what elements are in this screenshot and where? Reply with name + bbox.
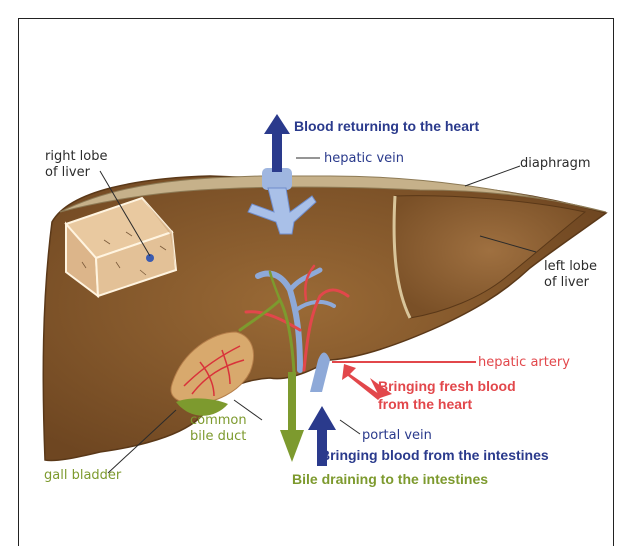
label-blood-intestines: Bringing blood from the intestines <box>320 447 549 463</box>
label-common-bile-2: bile duct <box>190 429 246 444</box>
bile-duct <box>288 372 296 432</box>
label-fresh-blood-1: Bringing fresh blood <box>378 378 516 394</box>
label-diaphragm: diaphragm <box>520 156 591 171</box>
label-common-bile-1: common <box>190 413 247 428</box>
label-hepatic-artery: hepatic artery <box>478 355 570 370</box>
label-right-lobe-2: of liver <box>45 165 91 180</box>
label-portal-vein: portal vein <box>362 428 432 443</box>
bile-draining-arrow <box>280 430 304 462</box>
label-bile-draining: Bile draining to the intestines <box>292 471 488 487</box>
label-left-lobe-2: of liver <box>544 275 590 290</box>
label-blood-returning: Blood returning to the heart <box>294 118 479 134</box>
label-fresh-blood-2: from the heart <box>378 396 472 412</box>
blood-returning-arrow <box>264 114 290 172</box>
label-left-lobe-1: left lobe <box>544 259 597 274</box>
label-gall-bladder: gall bladder <box>44 468 122 483</box>
label-hepatic-vein: hepatic vein <box>324 151 404 166</box>
label-right-lobe-1: right lobe <box>45 149 108 164</box>
